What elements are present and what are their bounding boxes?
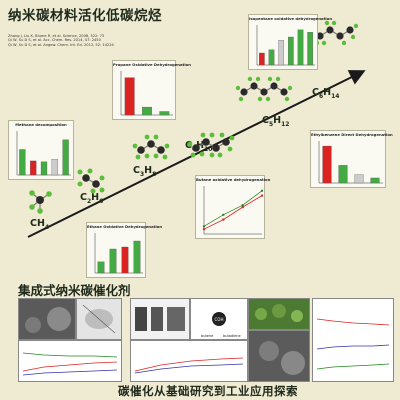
chart-panel-ethylbenzene: Ethylbenzene Direct Dehydrogenation — [310, 130, 393, 188]
chart-bar — [268, 49, 275, 66]
line-plot-image-2 — [130, 340, 248, 382]
stability-plot-image — [312, 298, 394, 382]
chart-methane — [16, 131, 71, 176]
chart-butane — [202, 186, 264, 235]
chart-bar — [159, 111, 170, 116]
chart-ethane — [94, 233, 143, 274]
molecule-ch4 — [29, 190, 52, 214]
chart-series-line — [203, 190, 263, 227]
alkane-c5h12: C5H12 — [262, 115, 290, 128]
chart-point — [202, 228, 206, 231]
chart-bar — [19, 149, 26, 176]
chart-point — [241, 205, 244, 209]
reference-line: Zhang J, Liu X, Blume R, et al. Science,… — [8, 34, 105, 38]
alkane-ch4: CH4 — [30, 218, 50, 231]
section-title: 集成式纳米碳催化剂 — [18, 283, 131, 298]
sem-image-1 — [18, 298, 76, 340]
chart-title: Propane Oxidative Dehydrogenation — [113, 62, 191, 67]
page-title: 纳米碳材料活化低碳烷烃 — [8, 8, 162, 24]
chart-bar — [30, 160, 37, 176]
catalyst-pellets-image — [248, 298, 310, 330]
sem-image-2 — [248, 330, 310, 382]
chart-bar — [288, 36, 294, 66]
chart-bar — [259, 52, 265, 66]
chart-title: Isopentane oxidative dehydrogenation — [249, 16, 333, 21]
chart-propane — [120, 71, 173, 116]
chart-bar — [322, 145, 332, 184]
chart-title: Butane oxidative dehydrogenation — [196, 177, 271, 182]
chart-point — [222, 218, 225, 221]
molecule-c2h6 — [77, 168, 105, 194]
alkane-c6h14: C6H14 — [312, 87, 340, 100]
chart-panel-isopentane: Isopentane oxidative dehydrogenation — [248, 14, 333, 70]
reference-line: Qi W, Su D S, et al. Angew. Chem. Int. E… — [8, 42, 114, 47]
chart-bar — [307, 32, 313, 66]
chart-bar — [354, 174, 364, 184]
chart-series-line — [203, 195, 263, 230]
chart-point — [222, 213, 225, 216]
chart-isopentane — [256, 25, 315, 66]
chart-panel-methane: Methane decomposition — [8, 120, 74, 180]
chart-bar — [142, 106, 152, 116]
chart-point — [260, 194, 264, 197]
reference-line: Qi W, Su D S, et al. Acc. Chem. Res. 201… — [8, 38, 101, 43]
chart-panel-butane: Butane oxidative dehydrogenation — [195, 175, 271, 239]
chart-bar — [40, 161, 48, 176]
chart-title: Ethylbenzene Direct Dehydrogenation — [311, 132, 393, 137]
alkane-c3h8: C3H8 — [133, 165, 157, 178]
chart-point — [260, 189, 264, 192]
chart-bar — [297, 29, 304, 66]
chart-bar — [109, 248, 117, 274]
chart-axis — [203, 186, 262, 235]
chart-ethylbenzene — [318, 141, 383, 184]
schematic-image — [76, 298, 122, 340]
chart-panel-propane: Propane Oxidative Dehydrogenation — [112, 60, 191, 120]
molecule-c3h8 — [132, 134, 170, 160]
line-plot-image-1 — [18, 340, 122, 382]
reaction-diagram: COH butene butadiene — [190, 298, 248, 340]
chart-title: Methane decomposition — [15, 122, 67, 127]
chart-panel-ethane: Ethane Oxidative Dehydrogenation — [86, 222, 163, 278]
reference-block-top: Zhang J, Liu X, Blume R, et al. Science,… — [8, 34, 114, 47]
chart-point — [202, 225, 206, 228]
chart-bar — [278, 40, 284, 66]
tem-image-strip — [130, 298, 190, 340]
chart-bar — [97, 261, 105, 274]
footer-title: 碳催化从基础研究到工业应用探索 — [118, 384, 298, 398]
chart-point — [241, 204, 244, 207]
chart-axis — [256, 25, 315, 66]
chart-axis — [120, 71, 173, 116]
diagram-left-label: butene — [201, 334, 213, 338]
diagram-right-label: butadiene — [223, 334, 241, 338]
diagram-center-label: COH — [215, 317, 224, 322]
alkane-c2h6: C2H6 — [80, 192, 104, 205]
molecule-c5h12 — [235, 76, 293, 102]
chart-bar — [51, 159, 58, 176]
chart-bar — [124, 77, 135, 116]
chart-bar — [133, 240, 141, 274]
chart-bar — [370, 177, 380, 184]
chart-title: Ethane Oxidative Dehydrogenation — [87, 224, 163, 229]
chart-bar — [62, 139, 69, 176]
chart-bar — [121, 246, 129, 274]
chart-bar — [338, 165, 348, 184]
molecule-c4h10 — [187, 132, 235, 158]
